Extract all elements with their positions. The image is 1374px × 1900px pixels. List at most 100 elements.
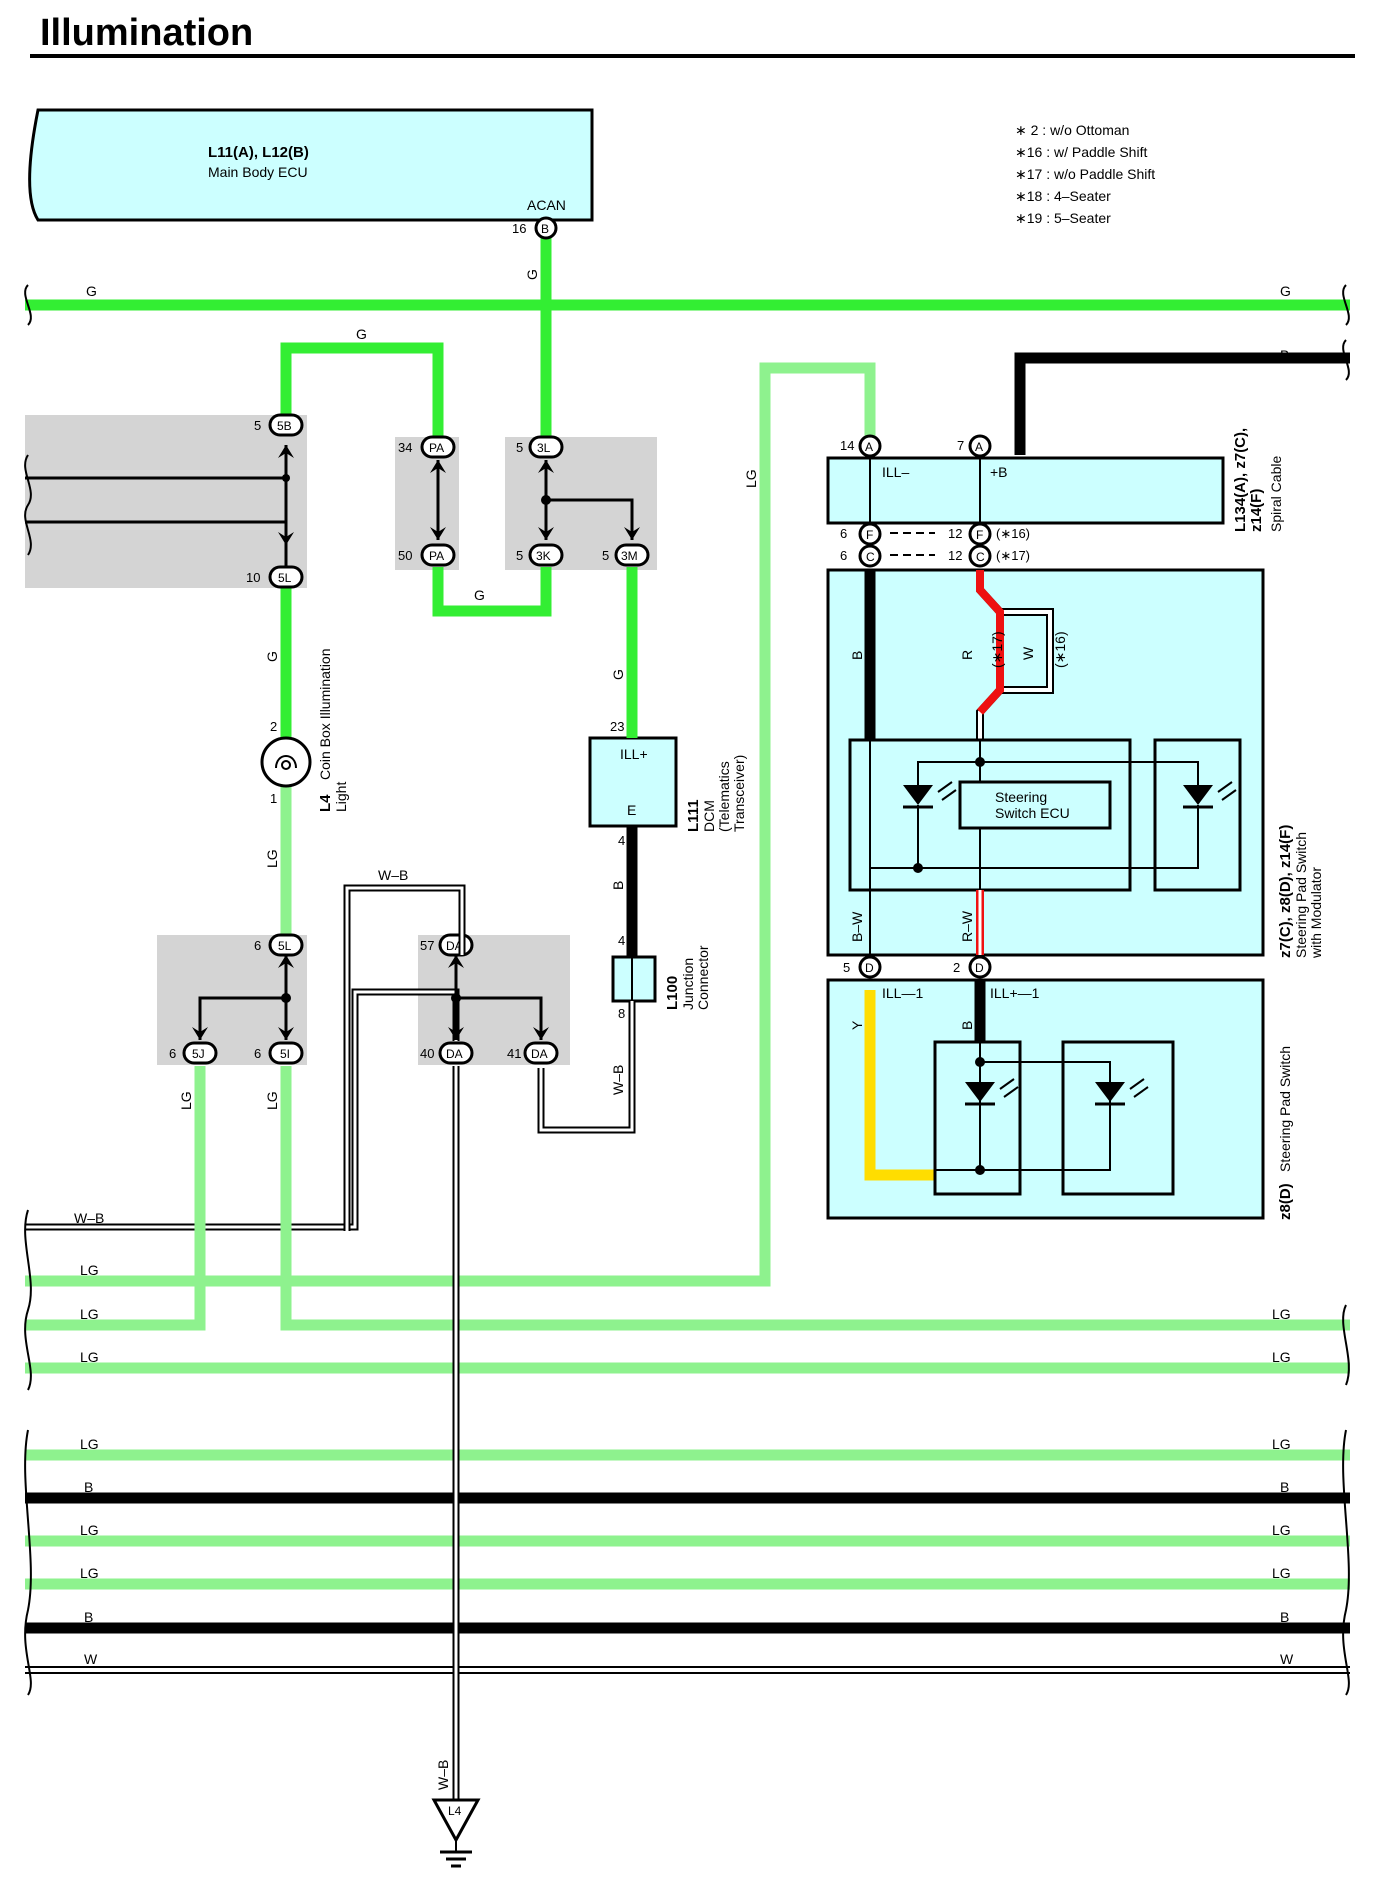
spiral-f-pin-r: 12 bbox=[948, 526, 962, 541]
connector-arrows bbox=[192, 445, 640, 1040]
connector-pills: B 16 5B 5 5L 10 PA 34 PA 50 3L 5 3K 5 3M… bbox=[169, 216, 992, 1065]
junction-pin-4: 4 bbox=[618, 933, 625, 948]
arrow-up-icon bbox=[538, 460, 554, 473]
arrow-down-icon bbox=[624, 527, 640, 540]
junction-connector: 4 8 L100 Junction Connector bbox=[618, 933, 711, 1021]
wire-Y bbox=[864, 990, 935, 1181]
lamp-pin-top: 2 bbox=[270, 719, 277, 734]
spiral-label: L134(A), z7(C), z14(F) Spiral Cable bbox=[1232, 428, 1284, 532]
modulator-id: z7(C), z8(D), z14(F) bbox=[1277, 825, 1294, 958]
splice-dot bbox=[975, 1057, 985, 1067]
conn-3M bbox=[614, 543, 650, 567]
conn-spiral-C12 bbox=[968, 544, 992, 568]
led-rays-icon bbox=[999, 1078, 1019, 1098]
break-right-B bbox=[1342, 339, 1350, 381]
ecu-terminal: ACAN bbox=[527, 197, 566, 213]
ground-triangle-icon bbox=[431, 1798, 481, 1844]
conn-DA-41 bbox=[523, 1041, 559, 1065]
wl-B-mod: B bbox=[849, 651, 865, 660]
pad-top-wire bbox=[980, 1061, 1111, 1088]
wl-LG-5: LG bbox=[80, 1522, 99, 1538]
conn-PA-top bbox=[420, 435, 456, 459]
wl-WB-top: W–B bbox=[378, 867, 408, 883]
conn-spiral-A7-code: A bbox=[975, 440, 983, 454]
lamp-pin-bottom: 1 bbox=[270, 791, 277, 806]
conn-spiral-F12-code: F bbox=[976, 528, 983, 542]
link-DA-41 bbox=[456, 996, 543, 1040]
lamp-name-1: Coin Box Illumination bbox=[317, 648, 333, 780]
wl-LG-2r: LG bbox=[1272, 1306, 1291, 1322]
conn-PA-bot-code: PA bbox=[429, 549, 444, 563]
inner-box-1 bbox=[848, 738, 1132, 892]
led-icon bbox=[1183, 785, 1213, 805]
pad-switch-id: z8(D) bbox=[1277, 1183, 1294, 1220]
wl-LG-2: LG bbox=[80, 1306, 99, 1322]
arrow-down-icon bbox=[192, 1027, 208, 1040]
wl-B-2: B bbox=[84, 1609, 93, 1625]
conn-PA-bot bbox=[420, 543, 456, 567]
wl-G-left: G bbox=[86, 283, 97, 299]
conn-3L-pin: 5 bbox=[516, 440, 523, 455]
conn-DA-40-pin: 40 bbox=[420, 1046, 434, 1061]
conn-ecu-B bbox=[534, 216, 558, 240]
conn-spiral-C6-code: C bbox=[866, 550, 875, 564]
conn-5B-code: 5B bbox=[277, 419, 292, 433]
dcm-pin-23: 23 bbox=[610, 719, 624, 734]
spiral-id: L134(A), z7(C), bbox=[1232, 428, 1249, 532]
ground-L4: L4 bbox=[431, 1798, 481, 1868]
wl-B-top: B bbox=[1280, 347, 1289, 363]
spiral-c-pin-l: 6 bbox=[840, 548, 847, 563]
led-icon bbox=[1095, 1082, 1125, 1102]
conn-3K-code: 3K bbox=[536, 549, 551, 563]
dcm-id: L111 bbox=[685, 799, 702, 832]
pad-term-left: ILL—1 bbox=[882, 985, 923, 1001]
conn-spiral-C6 bbox=[858, 544, 882, 568]
wl-B-1: B bbox=[84, 1479, 93, 1495]
led-top-wire bbox=[917, 761, 1199, 792]
wl-B-pad: B bbox=[959, 1021, 975, 1030]
ecu-id: L11(A), L12(B) bbox=[208, 144, 309, 161]
spiral-term-b: +B bbox=[990, 464, 1008, 480]
g-wires bbox=[280, 238, 638, 738]
conn-DA-40-code: DA bbox=[446, 1047, 463, 1061]
arrow-down-icon bbox=[448, 1027, 464, 1040]
conn-3M-pin: 5 bbox=[602, 548, 609, 563]
wl-Y: Y bbox=[849, 1020, 865, 1030]
steering-pad-switch-modulator: Steering Switch ECU z7(C), z8(D), z14(F)… bbox=[843, 570, 1324, 975]
wire-5B-PA bbox=[280, 342, 444, 440]
wl-note17: (∗17) bbox=[989, 631, 1005, 668]
splice-dot bbox=[451, 993, 461, 1003]
pad-inner-box-1 bbox=[933, 1040, 1022, 1196]
dcm-label: L111 DCM (Telematics Transceiver) bbox=[685, 755, 747, 832]
break-left-bottom bbox=[24, 1429, 32, 1696]
break-marks bbox=[24, 284, 1350, 1696]
conn-ecu-pin: 16 bbox=[512, 221, 526, 236]
spiral-cable: ILL– +B 14 7 L134(A), z7(C), z14(F) Spir… bbox=[840, 428, 1284, 563]
title-rule bbox=[30, 54, 1355, 58]
led-rays-icon bbox=[1217, 781, 1237, 801]
conn-spiral-A7 bbox=[968, 434, 992, 458]
wl-note16: (∗16) bbox=[1052, 631, 1068, 668]
spiral-pin-7: 7 bbox=[957, 438, 964, 453]
arrow-up-icon bbox=[278, 445, 294, 458]
wl-RW: R–W bbox=[959, 910, 975, 942]
conn-3K-pin: 5 bbox=[516, 548, 523, 563]
note-19: ∗19 : 5–Seater bbox=[1015, 210, 1111, 226]
dcm-pin-4: 4 bbox=[618, 833, 625, 848]
wl-G-right: G bbox=[1280, 283, 1291, 299]
conn-ecu-B-code: B bbox=[541, 222, 549, 236]
junction-pin-8: 8 bbox=[618, 1006, 625, 1021]
pad-switch-label: z8(D) Steering Pad Switch bbox=[1277, 1046, 1294, 1220]
junction-name-2: Connector bbox=[695, 945, 711, 1010]
wl-WB-junction: W–B bbox=[610, 1065, 626, 1095]
dcm-box bbox=[588, 736, 678, 828]
led-rays-icon bbox=[1129, 1078, 1149, 1098]
connector-links bbox=[25, 445, 634, 1040]
wl-LG-5r: LG bbox=[1272, 1522, 1291, 1538]
wl-LG-6r: LG bbox=[1272, 1565, 1291, 1581]
wl-B-1r: B bbox=[1280, 1479, 1289, 1495]
link-3L-3M bbox=[546, 498, 634, 540]
conn-DA-57-pin: 57 bbox=[420, 938, 434, 953]
led-bottom-wire bbox=[917, 805, 1199, 869]
conn-5I-pin: 6 bbox=[254, 1046, 261, 1061]
